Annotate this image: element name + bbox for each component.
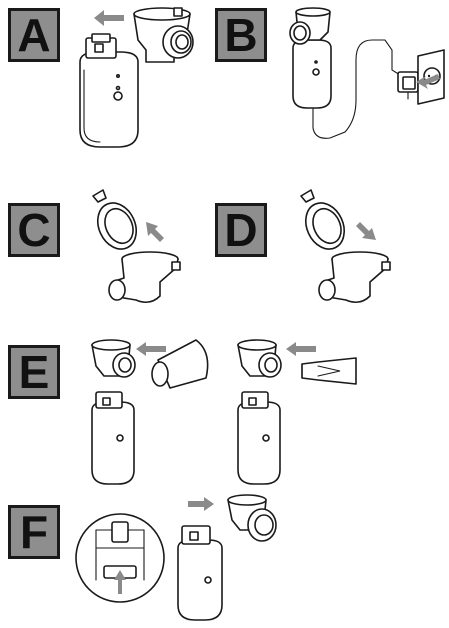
arrow-icon bbox=[94, 10, 124, 26]
arrow-icon bbox=[356, 222, 376, 240]
medication-cup-icon bbox=[134, 8, 193, 62]
panel-f bbox=[76, 495, 276, 620]
nebulizer-body-icon bbox=[80, 34, 138, 147]
medication-cup-icon bbox=[92, 340, 135, 377]
panel-e bbox=[92, 340, 356, 484]
nebulizer-body-icon bbox=[238, 392, 280, 484]
nebulizer-body-icon bbox=[290, 8, 331, 108]
power-adapter-icon bbox=[398, 72, 418, 99]
nebulizer-body-icon bbox=[92, 392, 134, 484]
medication-cup-icon bbox=[238, 340, 281, 377]
panel-d bbox=[299, 190, 390, 302]
arrow-icon bbox=[286, 342, 316, 356]
arrow-icon bbox=[188, 497, 214, 511]
arrow-icon bbox=[146, 222, 164, 242]
medication-cup-icon bbox=[228, 495, 276, 541]
panel-c bbox=[91, 190, 180, 302]
medication-cup-icon bbox=[91, 190, 180, 302]
panel-a bbox=[80, 8, 193, 147]
mouthpiece-icon bbox=[302, 358, 356, 384]
arrow-icon bbox=[136, 342, 166, 356]
medication-cup-icon bbox=[299, 190, 390, 302]
panel-b bbox=[290, 8, 444, 138]
nebulizer-body-icon bbox=[178, 526, 222, 620]
